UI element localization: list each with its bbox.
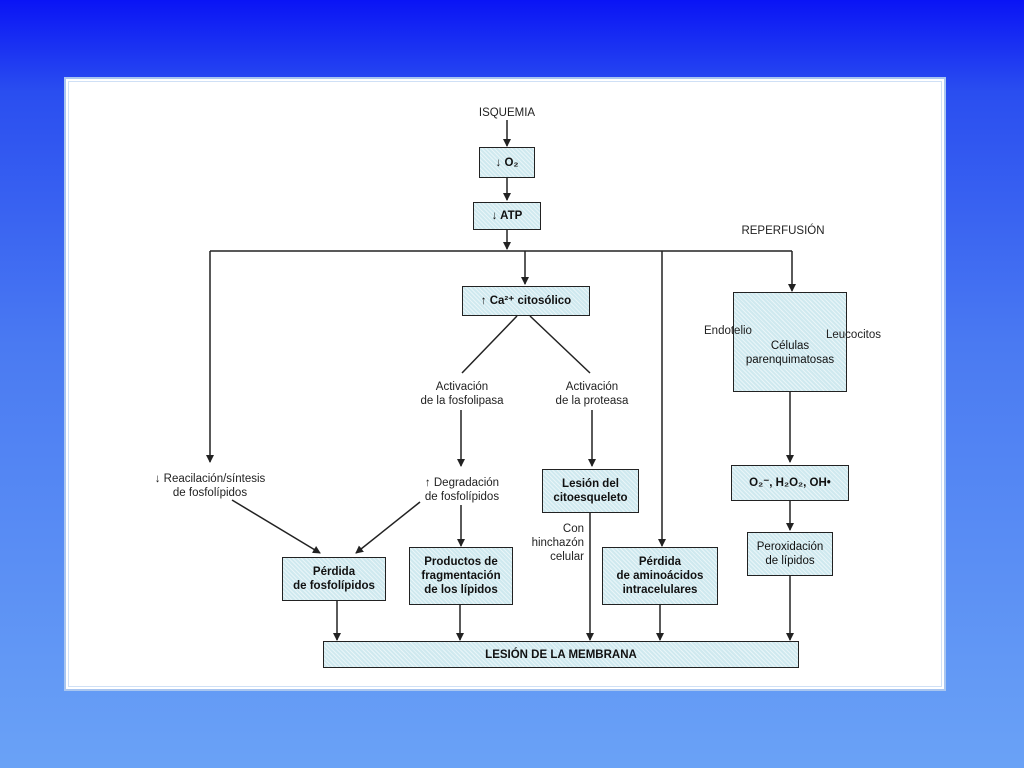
label-reperfusion: REPERFUSIÓN [741,225,825,237]
label-protease: Activación de la proteasa [555,381,629,407]
label-phospholipase: Activación de la fosfolipasa [420,381,504,407]
arrow-degradation-phospholipid-loss [355,501,421,554]
node-radicals: O₂⁻, H₂O₂, OH• [731,465,849,501]
label-degradation: ↑ Degradación de fosfolípidos [424,477,500,503]
node-lipid-fragments: Productos de fragmentación de los lípido… [409,547,513,605]
node-phospholipid-loss: Pérdida de fosfolípidos [282,557,386,601]
label-leukocytes: Leucocitos [826,329,881,341]
node-calcium: ↑ Ca²⁺ citosólico [462,286,590,316]
node-amino-loss: Pérdida de aminoácidos intracelulares [602,547,718,605]
line-calcium-protease [529,315,591,374]
diagram-frame-inner [68,81,942,687]
arrow-reacylation-phospholipid-loss [231,499,321,554]
node-o2: ↓ O₂ [479,147,535,178]
node-cytoskeleton: Lesión del citoesqueleto [542,469,639,513]
node-cells: Células parenquimatosas [733,292,847,392]
cells-label: Células parenquimatosas [745,340,835,366]
label-ischemia: ISQUEMIA [478,107,536,119]
label-swelling: Con hinchazón celular [531,523,584,563]
line-calcium-phospholipase [461,315,518,374]
label-reacylation: ↓ Reacilación/síntesis de fosfolípidos [154,473,266,499]
node-peroxidation: Peroxidación de lípidos [747,532,833,576]
node-atp: ↓ ATP [473,202,541,230]
node-membrane-injury: LESIÓN DE LA MEMBRANA [323,641,799,668]
label-endothelium: Endotelio [704,325,752,337]
